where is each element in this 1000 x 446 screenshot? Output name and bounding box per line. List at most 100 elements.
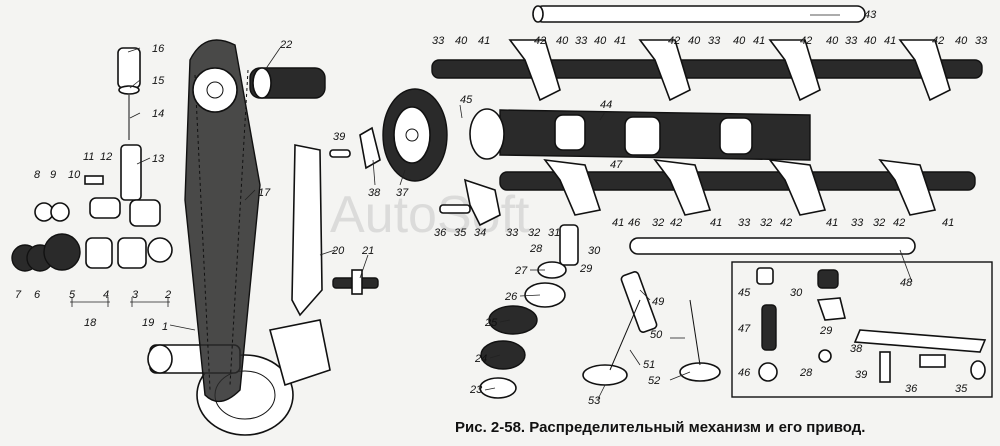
label-p30-inset: 30 <box>790 287 803 299</box>
label-p33-low-1: 33 <box>738 217 751 229</box>
label-p40-top-2: 40 <box>556 35 569 47</box>
label-p15: 15 <box>152 75 165 87</box>
label-p42-low-3: 42 <box>893 217 905 229</box>
label-p39-inset: 39 <box>855 369 867 381</box>
label-p49: 49 <box>652 296 664 308</box>
label-p27: 27 <box>514 265 528 277</box>
label-p48: 48 <box>900 277 913 289</box>
label-p35-inset: 35 <box>955 383 968 395</box>
label-p31: 31 <box>548 227 560 239</box>
label-p32: 32 <box>528 227 540 239</box>
label-p42-top-3: 42 <box>800 35 812 47</box>
crankshaft-assembly <box>147 319 331 436</box>
label-p24: 24 <box>474 353 487 365</box>
label-p19: 19 <box>142 317 154 329</box>
label-p5: 5 <box>69 289 76 301</box>
label-p21: 21 <box>361 245 374 257</box>
label-p33-top-3: 33 <box>708 35 721 47</box>
label-p38: 38 <box>368 187 381 199</box>
label-p40: 40 <box>455 35 468 47</box>
camshaft-upper-left <box>249 67 326 99</box>
label-p3: 3 <box>132 289 139 301</box>
label-p36-inset: 36 <box>905 383 918 395</box>
label-p34: 34 <box>474 227 486 239</box>
label-p40-top-3: 40 <box>594 35 607 47</box>
label-p37: 37 <box>396 187 409 199</box>
label-p41-low-4: 41 <box>942 217 954 229</box>
plate-38 <box>359 126 381 170</box>
label-p45: 45 <box>460 94 473 106</box>
label-p32-low-3: 32 <box>873 217 885 229</box>
label-p18: 18 <box>84 317 97 329</box>
label-p41-top-3: 41 <box>753 35 765 47</box>
timing-chain <box>184 39 261 403</box>
label-p42-low-1: 42 <box>670 217 682 229</box>
label-p39: 39 <box>333 131 345 143</box>
label-p47-inset: 47 <box>738 323 751 335</box>
label-p13: 13 <box>152 153 165 165</box>
figure-caption: Рис. 2-58. Распределительный механизм и … <box>455 419 865 436</box>
label-p40-top-7: 40 <box>864 35 877 47</box>
label-p40-top-5: 40 <box>733 35 746 47</box>
label-p46: 46 <box>628 217 641 229</box>
label-p50: 50 <box>650 329 663 341</box>
chain-guide <box>291 144 323 317</box>
label-p33-top-5: 33 <box>975 35 988 47</box>
label-p36: 36 <box>434 227 447 239</box>
label-p7: 7 <box>15 289 22 301</box>
label-p35: 35 <box>454 227 467 239</box>
label-p41-low-1: 41 <box>612 217 624 229</box>
label-p25: 25 <box>484 317 498 329</box>
inset-labels: 45 30 29 47 46 28 38 39 36 35 <box>738 287 968 395</box>
label-p20: 20 <box>331 245 345 257</box>
label-p26: 26 <box>504 291 518 303</box>
label-p32-low-1: 32 <box>652 217 664 229</box>
label-p33-top-4: 33 <box>845 35 858 47</box>
label-p46-inset: 46 <box>738 367 751 379</box>
leader-lines <box>70 14 913 400</box>
label-p47: 47 <box>610 159 623 171</box>
label-p42-top-4: 42 <box>932 35 944 47</box>
label-p33-top-1: 33 <box>432 35 445 47</box>
bracket-34 <box>439 178 501 227</box>
label-p6: 6 <box>34 289 41 301</box>
valve-spring-stack <box>479 224 579 399</box>
label-p33-top-2: 33 <box>575 35 588 47</box>
rocker-shaft-43 <box>532 5 866 23</box>
label-p8: 8 <box>34 169 41 181</box>
label-p23: 23 <box>469 384 483 396</box>
label-p44: 44 <box>600 99 612 111</box>
valves <box>582 271 721 386</box>
label-p45-inset: 45 <box>738 287 751 299</box>
label-p28-inset: 28 <box>799 367 813 379</box>
label-p53: 53 <box>588 395 601 407</box>
label-p42: 42 <box>534 35 546 47</box>
label-p42-top-2: 42 <box>668 35 680 47</box>
label-p41: 41 <box>478 35 490 47</box>
rocker-shaft-top-row <box>431 39 983 102</box>
label-p33-low-2: 33 <box>851 217 864 229</box>
label-p29-inset: 29 <box>819 325 832 337</box>
rocker-shaft-lower-row <box>499 158 976 216</box>
label-p11: 11 <box>83 151 94 163</box>
label-p12: 12 <box>100 151 112 163</box>
label-p22: 22 <box>279 39 292 51</box>
label-p29: 29 <box>579 263 592 275</box>
label-p51: 51 <box>643 359 655 371</box>
rod-48 <box>629 237 916 255</box>
label-p38-inset: 38 <box>850 343 863 355</box>
tensioner-parts <box>11 47 173 272</box>
label-p16: 16 <box>152 43 165 55</box>
label-p32-low-2: 32 <box>760 217 772 229</box>
label-p41-low-2: 41 <box>710 217 722 229</box>
bolt-21 <box>332 269 379 295</box>
label-p40-top-8: 40 <box>955 35 968 47</box>
label-p10: 10 <box>68 169 81 181</box>
label-p17: 17 <box>258 187 271 199</box>
label-p30: 30 <box>588 245 601 257</box>
label-p4: 4 <box>103 289 109 301</box>
label-p40-top-6: 40 <box>826 35 839 47</box>
label-p41-top-2: 41 <box>614 35 626 47</box>
label-p2: 2 <box>164 289 171 301</box>
